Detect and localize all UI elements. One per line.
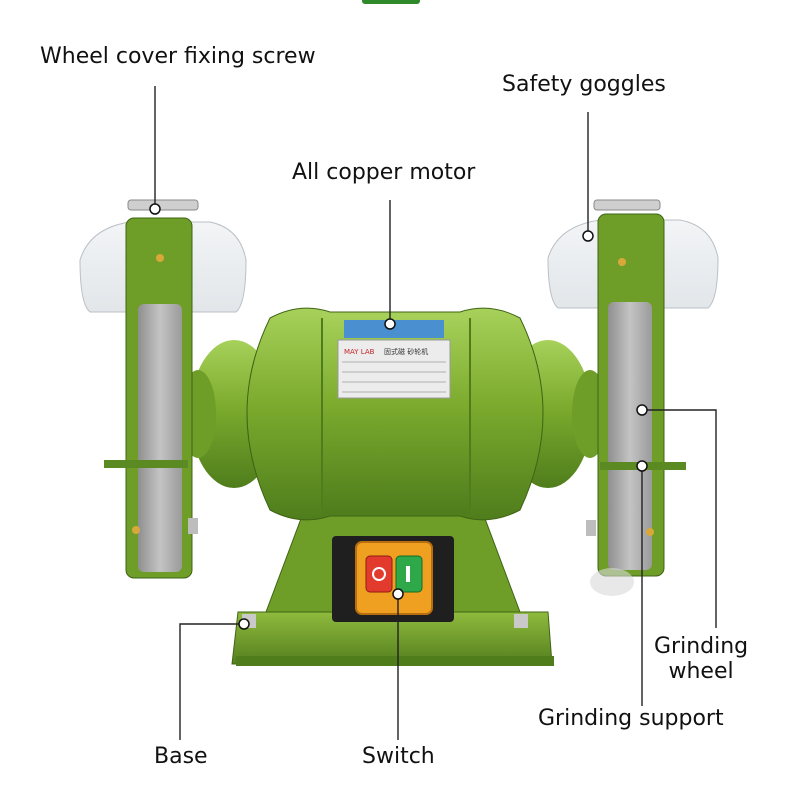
- dot-base: [238, 618, 250, 630]
- left-wheel-assembly: [79, 199, 247, 579]
- dot-switch: [392, 588, 404, 600]
- dot-safety-goggles: [582, 230, 594, 242]
- dot-grinding-wheel: [636, 404, 648, 416]
- top-tab: [362, 0, 420, 4]
- label-all-copper-motor: All copper motor: [292, 160, 476, 185]
- nameplate-brand: MAY LAB: [344, 348, 375, 356]
- label-grinding-support: Grinding support: [538, 706, 724, 731]
- label-safety-goggles: Safety goggles: [502, 72, 666, 97]
- leader-lines: [154, 86, 717, 740]
- callout-dots: [149, 203, 648, 630]
- label-grinding-wheel: Grinding wheel: [654, 634, 749, 685]
- dot-wheel-cover-screw: [149, 203, 161, 215]
- dot-all-copper-motor: [384, 318, 396, 330]
- dot-grinding-support: [636, 460, 648, 472]
- nameplate-title: 固式磁 砂轮机: [384, 347, 428, 356]
- switch-box: [332, 536, 454, 622]
- nameplate: MAY LAB 固式磁 砂轮机: [337, 320, 451, 399]
- label-base: Base: [154, 744, 208, 769]
- label-switch: Switch: [362, 744, 435, 769]
- leader-base: [179, 623, 244, 740]
- label-wheel-cover-fixing-screw: Wheel cover fixing screw: [40, 44, 316, 69]
- leader-grinding-wheel: [642, 409, 717, 628]
- right-wheel-assembly: [547, 199, 719, 596]
